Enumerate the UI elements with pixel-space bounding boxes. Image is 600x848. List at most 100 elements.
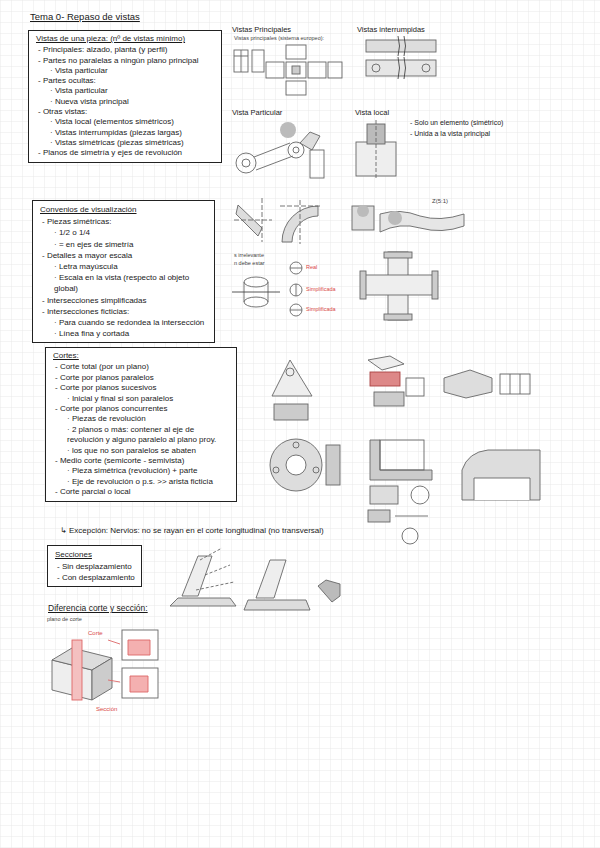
principal-views-part bbox=[286, 81, 306, 95]
list-item: · Inicial y final si son paralelos bbox=[51, 394, 231, 404]
interrupted-views-part bbox=[366, 60, 436, 76]
list-item: · 2 planos o más: contener al eje de rev… bbox=[51, 425, 231, 446]
interrupted-views-part bbox=[366, 40, 436, 52]
section-figures-part bbox=[368, 356, 404, 370]
symmetric-parts-part bbox=[234, 198, 272, 242]
section-drawings-part bbox=[170, 598, 236, 606]
cut-vs-section-part bbox=[108, 640, 120, 682]
list-item: · Vistas simétricas (piezas simétricas) bbox=[34, 138, 216, 148]
principal-views-part bbox=[234, 50, 248, 72]
interrupted-views-part bbox=[372, 64, 380, 72]
interrupted-views-part bbox=[422, 64, 430, 72]
principal-views-part bbox=[252, 50, 264, 72]
annotation: Vistas interrumpidas bbox=[357, 25, 425, 34]
section-figures-part bbox=[313, 467, 319, 473]
box-heading: Convenios de visualización bbox=[38, 204, 209, 215]
cut-vs-section-part bbox=[130, 676, 148, 692]
cut-vs-section-part bbox=[128, 640, 150, 655]
list-item: - Medio corte (semicorte - semivista) bbox=[51, 456, 231, 466]
pipe-cross-part bbox=[384, 252, 412, 258]
annotation: ↳ Excepción: Nervios: no se rayan en el … bbox=[60, 526, 324, 535]
interrupted-views bbox=[366, 36, 436, 79]
section-figures-part bbox=[370, 486, 398, 504]
scale-detail-part bbox=[380, 211, 464, 232]
simplified-intersections-part bbox=[290, 262, 302, 274]
interrupted-views-part bbox=[398, 57, 406, 79]
list-item: · Nueva vista principal bbox=[34, 97, 216, 107]
section-figures-part bbox=[510, 374, 520, 394]
note-box: Convenios de visualización- Piezas simét… bbox=[32, 200, 215, 343]
list-item: - Planos de simetría y ejes de revolució… bbox=[34, 148, 216, 158]
pipe-cross-part bbox=[360, 271, 366, 299]
cut-vs-section-part bbox=[72, 640, 82, 700]
section-figures-part bbox=[374, 392, 404, 406]
section-figures-part bbox=[462, 450, 540, 500]
list-item: - Partes ocultas: bbox=[34, 76, 216, 86]
scale-detail-part bbox=[352, 206, 374, 230]
principal-views-part bbox=[286, 62, 306, 78]
section-figures-part bbox=[370, 440, 432, 480]
cut-vs-section-part bbox=[122, 630, 158, 660]
principal-views-part bbox=[308, 62, 326, 78]
section-figures-part bbox=[293, 442, 299, 448]
section-figures-part bbox=[273, 467, 279, 473]
section-figures-part bbox=[474, 478, 530, 500]
pipe-cross-part bbox=[362, 275, 436, 295]
annotation: Z(5:1) bbox=[432, 198, 448, 204]
list-item: - Principales: alzado, planta (y perfil) bbox=[34, 45, 216, 55]
list-item: · los que no son paralelos se abaten bbox=[51, 446, 231, 456]
annotation: Diferencia corte y sección: bbox=[48, 603, 148, 613]
section-figures-part bbox=[274, 404, 308, 420]
principal-views-part bbox=[286, 45, 306, 59]
particular-view-part bbox=[293, 147, 299, 153]
simplified-intersections-part bbox=[290, 304, 302, 316]
symmetric-parts-part bbox=[236, 205, 262, 236]
scale-detail bbox=[352, 205, 464, 232]
list-item: - Sin desplazamiento bbox=[53, 561, 136, 572]
annotation: Corte bbox=[88, 630, 103, 636]
section-figures-part bbox=[402, 528, 418, 544]
particular-view-part bbox=[280, 122, 296, 138]
annotation: - Solo un elemento (simétrico) bbox=[410, 119, 503, 126]
list-item: - Con desplazamiento bbox=[53, 572, 136, 583]
simplified-intersections-part bbox=[290, 310, 302, 311]
list-item: · Letra mayúscula bbox=[38, 261, 209, 272]
principal-views-part bbox=[292, 66, 300, 74]
list-item: - Detalles a mayor escala bbox=[38, 250, 209, 261]
simplified-intersections-part bbox=[232, 292, 280, 293]
annotation: Vistas Principales bbox=[232, 25, 291, 34]
section-drawings-part bbox=[244, 600, 310, 610]
list-item: · Vista particular bbox=[34, 86, 216, 96]
list-item: - Corte por planos sucesivos bbox=[51, 383, 231, 393]
section-figures-part bbox=[286, 455, 306, 475]
principal-views-part bbox=[266, 62, 284, 78]
list-item: · Pieza simétrica (revolución) + parte bbox=[51, 466, 231, 476]
section-figures-part bbox=[380, 440, 424, 470]
list-item: - Intersecciones ficticias: bbox=[38, 306, 209, 317]
annotation: Simplificada bbox=[306, 286, 336, 292]
symmetric-parts-part bbox=[280, 200, 322, 244]
note-box: Cortes:- Corte total (por un plano)- Cor… bbox=[45, 347, 237, 502]
pipe-cross-part bbox=[384, 314, 412, 320]
section-figures-part bbox=[500, 374, 530, 394]
particular-view-part bbox=[300, 132, 320, 150]
section-figures-part bbox=[286, 368, 294, 376]
particular-view-part bbox=[236, 153, 256, 173]
section-drawings-part bbox=[256, 560, 286, 598]
box-heading: Secciones bbox=[53, 549, 136, 560]
annotation: s irrelevante bbox=[234, 252, 264, 258]
section-figures bbox=[270, 356, 540, 544]
simplified-intersections bbox=[232, 262, 302, 316]
simplified-intersections-part bbox=[244, 297, 268, 307]
box-heading: Cortes: bbox=[51, 351, 231, 361]
annotation: Real bbox=[306, 264, 317, 270]
list-item: · Para cuando se redondea la intersecció… bbox=[38, 317, 209, 328]
local-view-part bbox=[376, 120, 377, 180]
list-item: - Intersecciones simplificadas bbox=[38, 295, 209, 306]
symmetric-parts bbox=[234, 198, 322, 244]
list-item: · Vistas interrumpidas (piezas largas) bbox=[34, 128, 216, 138]
simplified-intersections-part bbox=[290, 284, 302, 296]
particular-view-part bbox=[242, 159, 250, 167]
section-figures-part bbox=[326, 445, 340, 485]
